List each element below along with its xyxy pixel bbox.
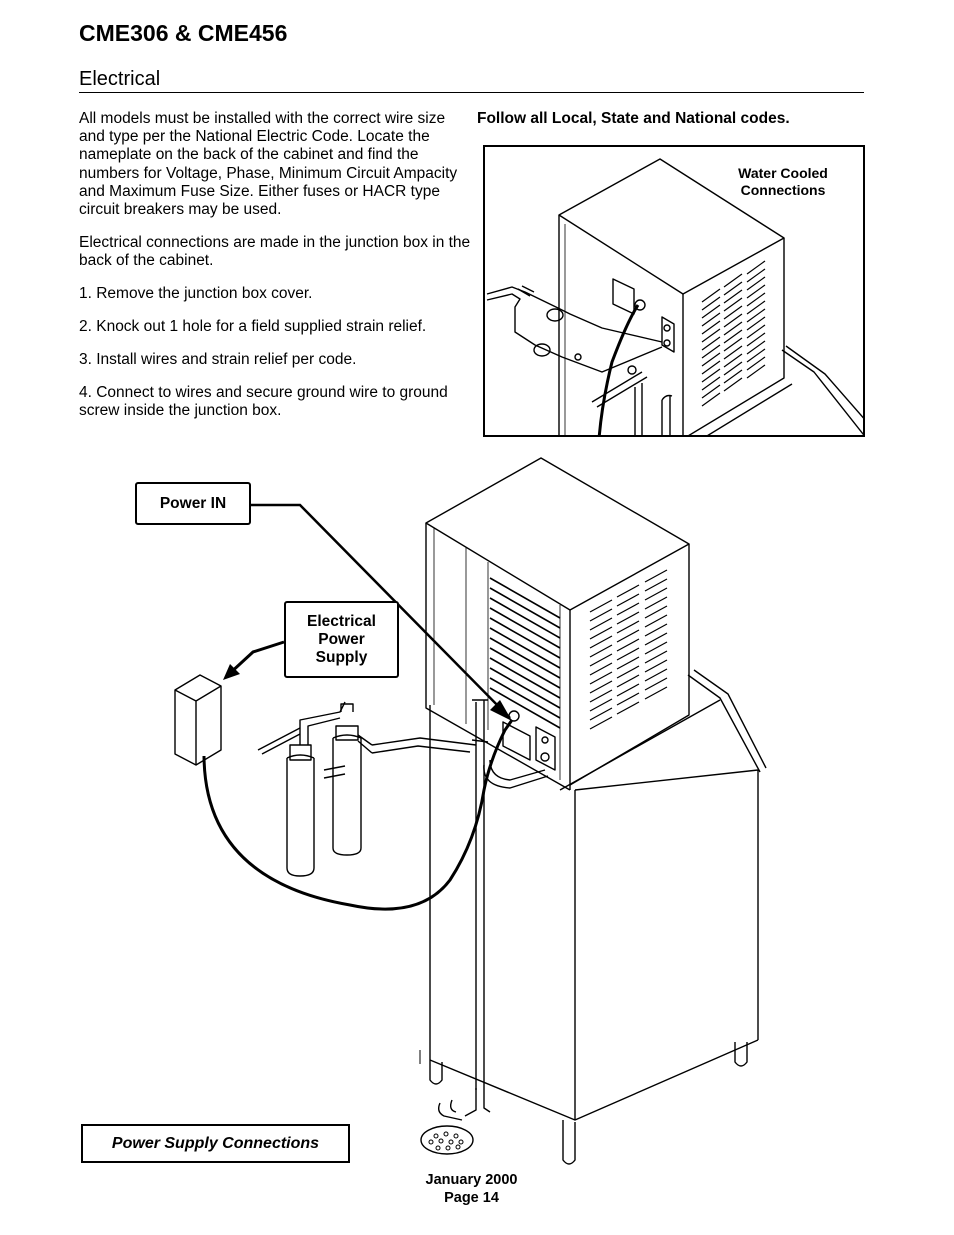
step-2: 2. Knock out 1 hole for a field supplied… — [79, 318, 427, 335]
figure-caption: Power Supply Connections — [81, 1124, 350, 1163]
water-cooled-inset — [483, 145, 865, 437]
footer-date: January 2000 — [425, 1172, 518, 1188]
water-cooled-label: Water Cooled Connections — [738, 165, 828, 198]
water-cooled-illustration — [486, 158, 863, 435]
step-1: 1. Remove the junction box cover. — [79, 285, 313, 302]
heading-rule — [79, 92, 864, 93]
section-heading: Electrical — [79, 68, 161, 90]
power-in-callout: Power IN — [135, 482, 251, 525]
junction-paragraph: Electrical connections are made in the j… — [79, 234, 471, 270]
page-title: CME306 & CME456 — [79, 20, 288, 46]
electrical-power-supply-callout: Electrical Power Supply — [284, 601, 399, 678]
step-3: 3. Install wires and strain relief per c… — [79, 351, 357, 368]
page-footer: January 2000 Page 14 — [400, 1171, 543, 1207]
codes-notice: Follow all Local, State and National cod… — [477, 110, 790, 127]
footer-page-number: Page 14 — [444, 1190, 499, 1206]
step-4: 4. Connect to wires and secure ground wi… — [79, 384, 448, 420]
intro-paragraph: All models must be installed with the co… — [79, 110, 458, 219]
